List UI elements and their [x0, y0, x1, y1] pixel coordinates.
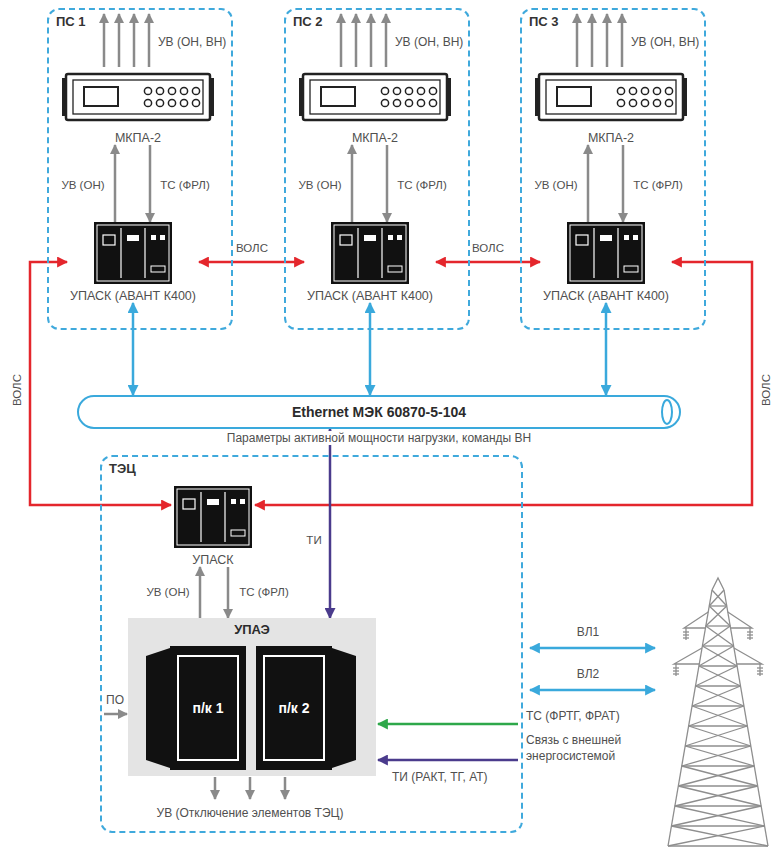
connector-label: ТИ — [304, 534, 323, 546]
connector-label: ТС (ФРЛ) — [158, 179, 212, 191]
equipment-box: МКПА-2 — [296, 68, 454, 145]
node-label: УПАСК (АВАНТ К400) — [307, 289, 433, 303]
substation-region: ПС 2 МКПА-2УПАСК (АВАНТ К400) — [284, 8, 470, 330]
signal-label: УВ (Отключение элементов ТЭЦ) — [157, 805, 344, 821]
terminal-cabinet-icon — [331, 222, 409, 284]
automation-cabinet-box: УПАЭ п/к 1 п/к 2 — [128, 618, 376, 776]
signal-arrow — [199, 567, 202, 618]
power-tower — [668, 578, 768, 846]
substation-region: ПС 3 МКПА-2УПАСК (АВАНТ К400) — [520, 8, 706, 330]
connector-label: ВОЛС — [760, 372, 772, 408]
equipment-box: УПАСК (АВАНТ К400) — [304, 222, 436, 303]
node-label: Параметры активной мощности нагрузки, ко… — [223, 431, 535, 445]
connector-label: ВОЛС — [11, 372, 23, 408]
connector-label: ВОЛС — [234, 242, 270, 254]
relay-device-icon — [299, 68, 451, 126]
node-label: п/к 1 — [192, 700, 223, 716]
node-label: МКПА-2 — [115, 131, 161, 145]
connector-label: ТС (ФРЛ) — [237, 586, 291, 598]
substation-region: ПС 1 МКПА-2УПАСК (АВАНТ К400) — [47, 8, 233, 330]
connector-label: УВ (ОН) — [59, 179, 106, 191]
connector-label: УВ (ОН) — [296, 179, 343, 191]
node-label: УПАСК (АВАНТ К400) — [70, 289, 196, 303]
signal-label: ВЛ2 — [577, 666, 599, 682]
signal-arrow — [114, 145, 117, 222]
connector-label: УВ (ОН) — [144, 586, 191, 598]
signal-label: Связь с внешней энергосистемой — [526, 732, 658, 764]
equipment-box: УПАСК — [171, 486, 255, 567]
signal-label: ТИ (РАКТ, ТГ, АТ) — [392, 769, 488, 785]
signal-arrow — [587, 145, 590, 222]
signal-label: ПО — [106, 692, 124, 708]
fiber-link — [436, 261, 540, 264]
network-link — [605, 303, 608, 395]
terminal-cabinet-icon — [567, 222, 645, 284]
pipe-end — [659, 398, 675, 426]
signal-label: УВ (ОН, ВН) — [158, 34, 226, 50]
network-link — [132, 303, 135, 395]
node-title: Ethernet МЭК 60870-5-104 — [79, 397, 679, 427]
node-label: УПАСК (АВАНТ К400) — [543, 289, 669, 303]
signal-label: ВЛ1 — [577, 624, 599, 640]
equipment-box: УПАСК (АВАНТ К400) — [67, 222, 199, 303]
panel-cabinet: п/к 2 — [256, 646, 356, 770]
connector-label: УВ (ОН) — [532, 179, 579, 191]
node-title: ПС 2 — [293, 14, 323, 29]
node-label: МКПА-2 — [352, 131, 398, 145]
node-title: ПС 1 — [56, 14, 86, 29]
signal-arrow — [622, 145, 625, 222]
node-title: УПАЭ — [234, 622, 270, 637]
node-label: УПАСК — [192, 553, 233, 567]
fiber-link — [199, 261, 304, 264]
signal-arrow — [351, 145, 354, 222]
connector-label: ТС (ФРЛ) — [631, 179, 685, 191]
signal-arrow — [149, 145, 152, 222]
signal-arrow — [227, 567, 230, 618]
equipment-box: УПАСК (АВАНТ К400) — [540, 222, 672, 303]
panel-cabinet: п/к 1 — [146, 646, 246, 770]
connector-label: ТС (ФРЛ) — [395, 179, 449, 191]
terminal-cabinet-icon — [174, 486, 252, 548]
equipment-box: МКПА-2 — [59, 68, 217, 145]
signal-arrow — [386, 145, 389, 222]
network-link — [369, 303, 372, 395]
substation-region: ТЭЦ УПАСК УПАЭ п/к 1 п/к 2 — [100, 455, 523, 833]
telemetry-link — [329, 429, 332, 618]
node-title: ТЭЦ — [109, 461, 136, 476]
signal-label: УВ (ОН, ВН) — [631, 34, 699, 50]
line-arrows — [378, 648, 655, 760]
relay-device-icon — [535, 68, 687, 126]
terminal-cabinet-icon — [94, 222, 172, 284]
node-label: МКПА-2 — [588, 131, 634, 145]
equipment-box: МКПА-2 — [532, 68, 690, 145]
signal-label: УВ (ОН, ВН) — [395, 34, 463, 50]
node-label: п/к 2 — [278, 700, 309, 716]
signal-label: ТС (ФРТГ, ФРАТ) — [526, 708, 620, 724]
ethernet-bus: Ethernet МЭК 60870-5-104Параметры активн… — [77, 395, 681, 429]
node-title: ПС 3 — [529, 14, 559, 29]
relay-device-icon — [62, 68, 214, 126]
connector-label: ВОЛС — [470, 242, 506, 254]
